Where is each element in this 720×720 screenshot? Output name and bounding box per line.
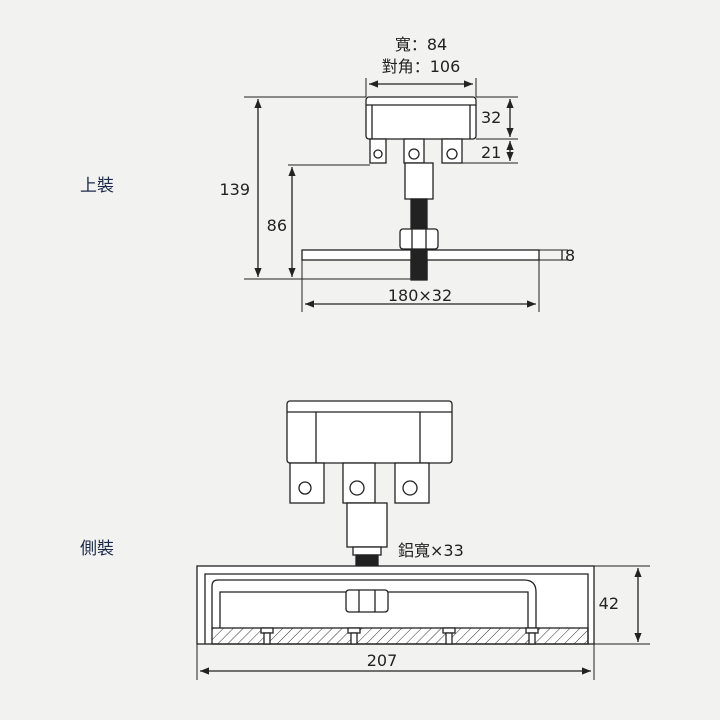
dim-32-label: 32: [481, 108, 501, 127]
stem-side: [346, 502, 388, 548]
nut-side: [345, 589, 389, 613]
side-mount-label: 側裝: [80, 539, 114, 559]
meter-body-side: [286, 400, 453, 464]
nut: [399, 228, 439, 250]
top-mount-label: 上裝: [80, 176, 114, 196]
top-mount-diagram: [244, 78, 568, 312]
terminals-side: [289, 462, 430, 504]
dim-207-label: 207: [367, 651, 398, 670]
terminals: [369, 138, 463, 164]
dim-21-label: 21: [481, 143, 501, 162]
rail-width-label: 鋁寬×33: [398, 541, 464, 560]
meter-body: [365, 96, 477, 140]
stem: [404, 162, 434, 200]
diagonal-label: 對角：106: [382, 57, 461, 76]
side-mount-diagram: [196, 400, 650, 680]
dim-139-label: 139: [219, 180, 250, 199]
width-label: 寬：84: [395, 35, 447, 54]
base-dim-label: 180×32: [388, 286, 452, 305]
dim-8-label: 8: [565, 246, 575, 265]
dim-42-label: 42: [599, 594, 619, 613]
dim-86-label: 86: [267, 216, 287, 235]
hatched-base: [211, 627, 589, 645]
base-screws: [260, 627, 539, 645]
